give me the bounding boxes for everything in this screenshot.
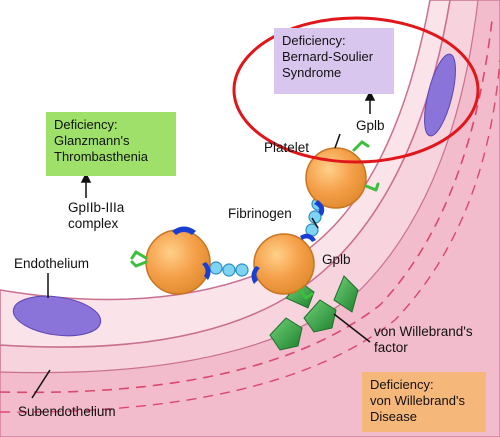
vwf-label-2: factor (374, 340, 408, 355)
platelet-left (145, 229, 211, 295)
von-willebrand-line-2: von Willebrand's (370, 393, 465, 408)
von-willebrand-box: Deficiency: von Willebrand's Disease (362, 372, 486, 432)
fibrinogen-chain-horizontal (209, 261, 249, 277)
vwf-shapes (269, 275, 359, 351)
von-willebrand-line-3: Disease (370, 409, 417, 424)
bernard-soulier-line-3: Syndrome (282, 65, 342, 80)
vwf-label-1: von Willebrand's (374, 324, 473, 339)
subendothelium-fibers (0, 19, 493, 394)
platelet-label: Platelet (264, 140, 310, 155)
highlight-ellipse (232, 16, 480, 164)
endothelium-nucleus-top (424, 53, 456, 137)
gplb-mid-label: Gplb (322, 252, 351, 267)
gplb-top-label: Gplb (356, 118, 385, 133)
gplb-receptors (130, 140, 380, 300)
gpiib-complex-label-1: GpIIb-IIIa (68, 200, 125, 215)
glanzmann-line-3: Thrombasthenia (54, 149, 148, 164)
glanzmann-line-1: Deficiency: (54, 117, 118, 132)
glanzmann-line-2: Glanzmann's (54, 133, 130, 148)
endothelium-nucleus (12, 295, 102, 337)
bernard-soulier-line-2: Bernard-Soulier (282, 49, 374, 64)
endothelium-label: Endothelium (14, 256, 90, 271)
bernard-soulier-box: Deficiency: Bernard-Soulier Syndrome (274, 28, 394, 94)
gpiib-complex-label-2: complex (68, 216, 119, 231)
subendothelium-label: Subendothelium (18, 404, 116, 419)
bernard-soulier-line-1: Deficiency: (282, 33, 346, 48)
fibrinogen-label: Fibrinogen (228, 206, 292, 221)
platelet-middle (253, 233, 315, 295)
gpiib-receptors (172, 200, 325, 284)
von-willebrand-line-1: Deficiency: (370, 377, 434, 392)
glanzmann-box: Deficiency: Glanzmann's Thrombasthenia (46, 112, 176, 176)
